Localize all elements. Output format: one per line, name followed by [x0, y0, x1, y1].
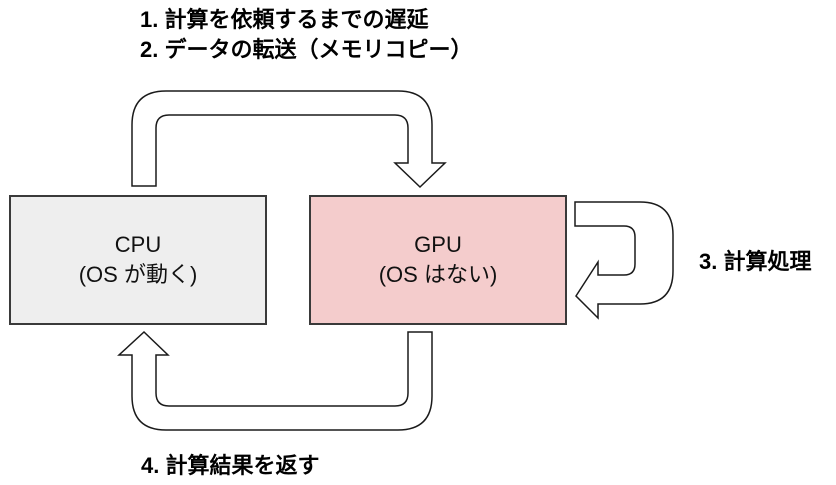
- arrow-cpu-to-gpu: [131, 90, 447, 189]
- gpu-box: GPU (OS はない): [309, 195, 567, 325]
- step-2-label: 2. データの転送（メモリコピー）: [140, 37, 473, 62]
- step-1-label: 1. 計算を依頼するまでの遅延: [140, 7, 429, 32]
- step-4-label: 4. 計算結果を返す: [141, 453, 320, 478]
- cpu-title: CPU: [114, 232, 162, 257]
- gpu-title: GPU: [414, 232, 462, 257]
- cpu-box: CPU (OS が動く): [9, 195, 267, 325]
- arrow-gpu-loop: [574, 201, 674, 320]
- step-3-label: 3. 計算処理: [699, 249, 812, 274]
- gpu-subtitle: (OS はない): [378, 262, 498, 287]
- cpu-subtitle: (OS が動く): [78, 262, 198, 287]
- arrow-gpu-to-cpu: [117, 330, 433, 431]
